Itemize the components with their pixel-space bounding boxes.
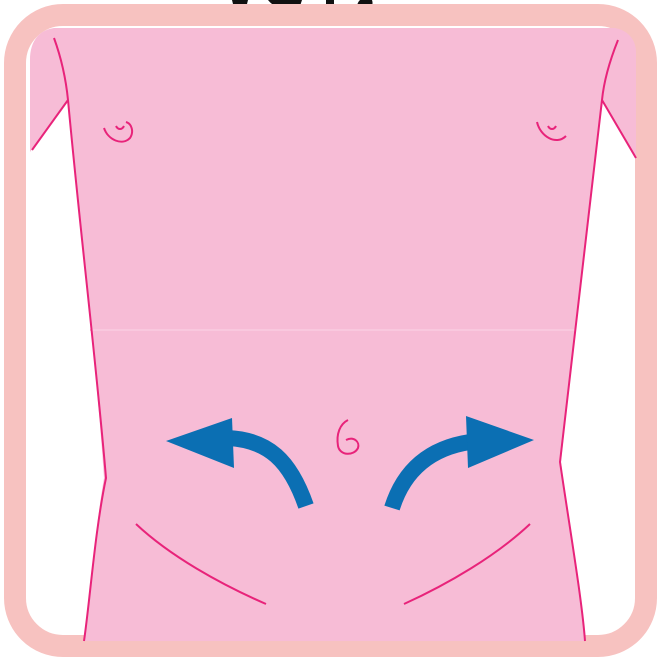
torso-body — [30, 28, 636, 641]
